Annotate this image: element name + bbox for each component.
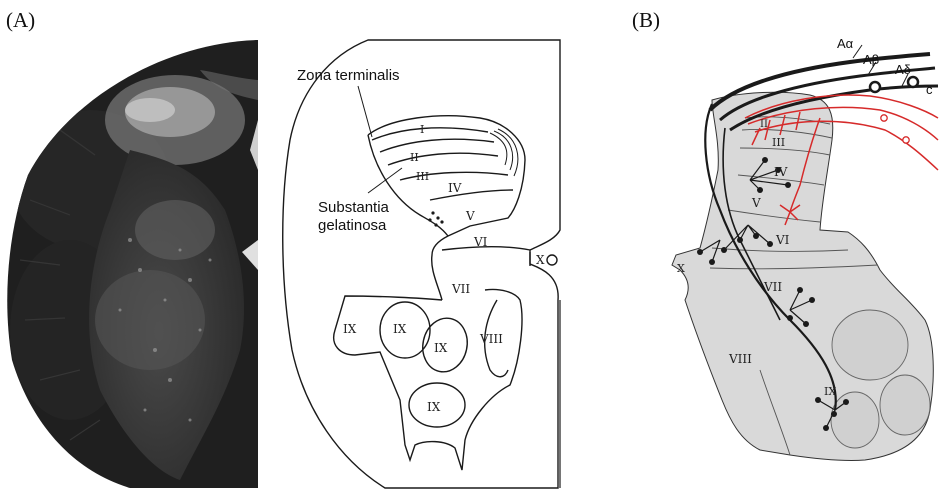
b-lamina-X: X xyxy=(677,262,685,275)
a-lamina-IX-2: IX xyxy=(393,322,407,336)
substantia-leader-line xyxy=(368,168,402,193)
a-lamina-III: III xyxy=(416,170,429,183)
b-lamina-III: III xyxy=(772,136,785,149)
a-lamina-VII: VII xyxy=(451,282,470,296)
zona-terminalis-label: Zona terminalis xyxy=(297,67,400,84)
a-alpha-leader xyxy=(853,45,862,58)
micrograph-section xyxy=(7,40,258,488)
b-lamina-VI: VI xyxy=(775,233,790,247)
a-lamina-IV: IV xyxy=(448,181,462,195)
substantia-dots xyxy=(428,211,443,226)
a-lamina-IX-3: IX xyxy=(434,341,448,355)
central-canal xyxy=(547,255,557,265)
fiber-label-a-delta: Aδ xyxy=(895,62,911,77)
panel-b-gray-matter xyxy=(672,92,933,460)
b-lamina-VII: VII xyxy=(763,280,782,294)
fiber-label-a-alpha: Aα xyxy=(837,36,854,51)
substantia-label-line2: gelatinosa xyxy=(318,217,387,234)
panel-a-drawing xyxy=(283,40,560,488)
a-lamina-IX-4: IX xyxy=(427,400,441,414)
b-lamina-IV: IV xyxy=(774,165,788,179)
b-lamina-VIII: VIII xyxy=(728,352,752,366)
a-lamina-X: X xyxy=(536,253,545,267)
fiber-label-a-beta: Aβ xyxy=(863,52,879,67)
b-lamina-IX: IX xyxy=(824,385,836,398)
a-lamina-I: I xyxy=(420,123,424,136)
a-lamina-VIII: VIII xyxy=(479,332,503,346)
zona-leader-line xyxy=(358,86,372,137)
panel-b-ganglion-cells xyxy=(870,77,918,92)
fiber-label-c: c xyxy=(926,82,933,97)
b-lamina-II: II xyxy=(760,119,768,130)
b-lamina-V: V xyxy=(751,196,761,210)
a-lamina-II: II xyxy=(410,151,419,164)
a-lamina-V: V xyxy=(465,209,475,223)
a-lamina-VI: VI xyxy=(473,235,488,249)
a-lamina-IX-1: IX xyxy=(343,322,357,336)
substantia-label-line1: Substantia xyxy=(318,199,390,216)
